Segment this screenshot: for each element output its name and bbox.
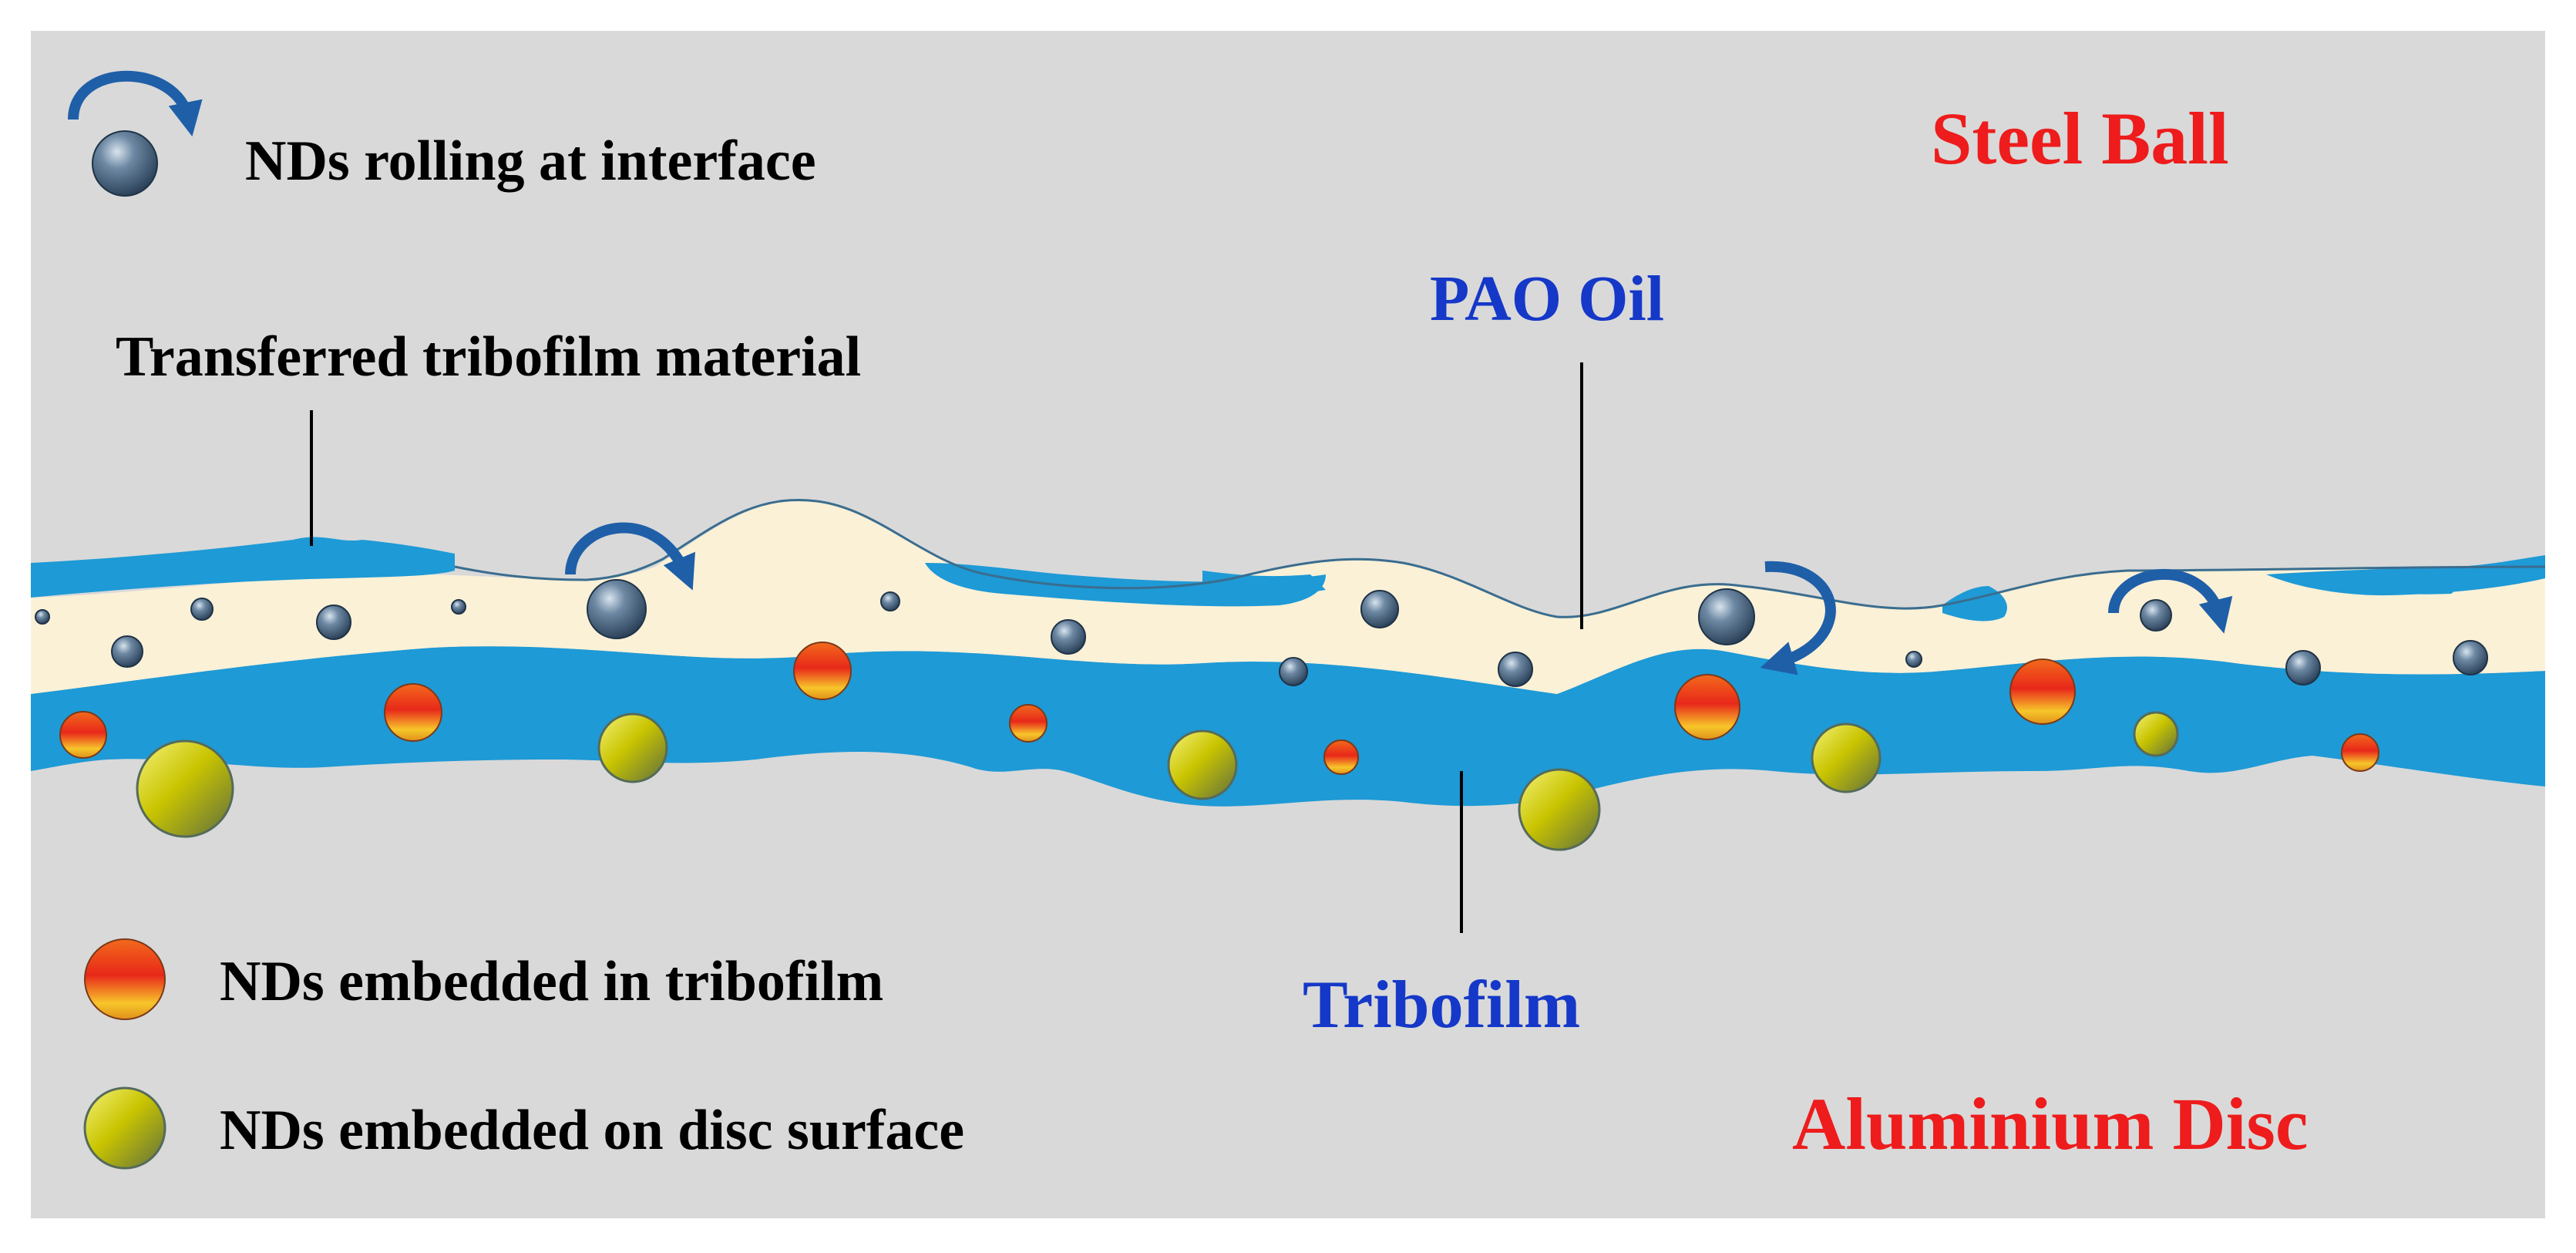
nd-yellow [1167,729,1238,800]
nd-yellow [597,712,668,783]
nd-yellow [136,739,234,838]
rolling-arrow-3 [2108,568,2233,634]
nd-red [1009,704,1048,743]
nd-yellow [2133,711,2179,757]
rolling-nds [35,579,2488,687]
nd-steel [1698,588,1755,645]
nd-steel [880,591,900,611]
nd-yellow [1518,768,1601,851]
nd-steel [190,598,214,621]
legend-icons [83,130,166,1170]
nd-steel [2453,640,2488,675]
nd-yellow [1811,722,1882,793]
rolling-arrow-1 [565,522,695,591]
nd-steel [1498,652,1533,687]
rolling-arrows [68,70,2233,675]
nd-red [59,711,107,759]
nd-red [1323,739,1359,775]
legend-yellow-nd-icon [83,1086,166,1170]
legend-embedded-disc-label: NDs embedded on disc surface [220,1099,964,1162]
steel-ball-surface-line [454,499,2546,618]
nd-steel [1279,657,1308,686]
nd-steel [35,609,50,625]
nd-red [2341,733,2379,772]
nd-steel [1905,651,1922,668]
tribofilm-label: Tribofilm [1303,968,1580,1042]
disc-embedded-nds [136,711,2179,851]
nd-red [384,683,442,742]
nd-steel [111,635,143,668]
transferred-tribofilm-label: Transferred tribofilm material [116,325,861,389]
tribofilm-layer [31,646,2545,807]
leader-lines [310,362,1583,933]
aluminium-disc-label: Aluminium Disc [1792,1083,2308,1165]
nd-steel [316,605,351,640]
legend-red-nd-icon [84,938,166,1020]
legend-embedded-tribofilm-label: NDs embedded in tribofilm [220,950,883,1013]
nd-steel [587,579,647,639]
steel-ball-label: Steel Ball [1931,97,2229,180]
nd-steel [2140,599,2172,632]
nd-red [2009,658,2076,725]
nd-steel [2285,650,2321,685]
nd-steel [1360,590,1399,628]
nd-red [793,642,852,700]
nd-red [1674,674,1740,740]
legend-rolling-arrow [68,70,203,136]
rolling-arrow-2 [1760,561,1836,675]
legend-rolling-label: NDs rolling at interface [245,130,816,193]
legend-rolling-nd-icon [92,130,158,197]
nd-steel [1051,619,1086,655]
tribofilm-embedded-nds [59,642,2379,775]
pao-oil-label: PAO Oil [1430,263,1664,335]
nd-steel [451,599,466,615]
